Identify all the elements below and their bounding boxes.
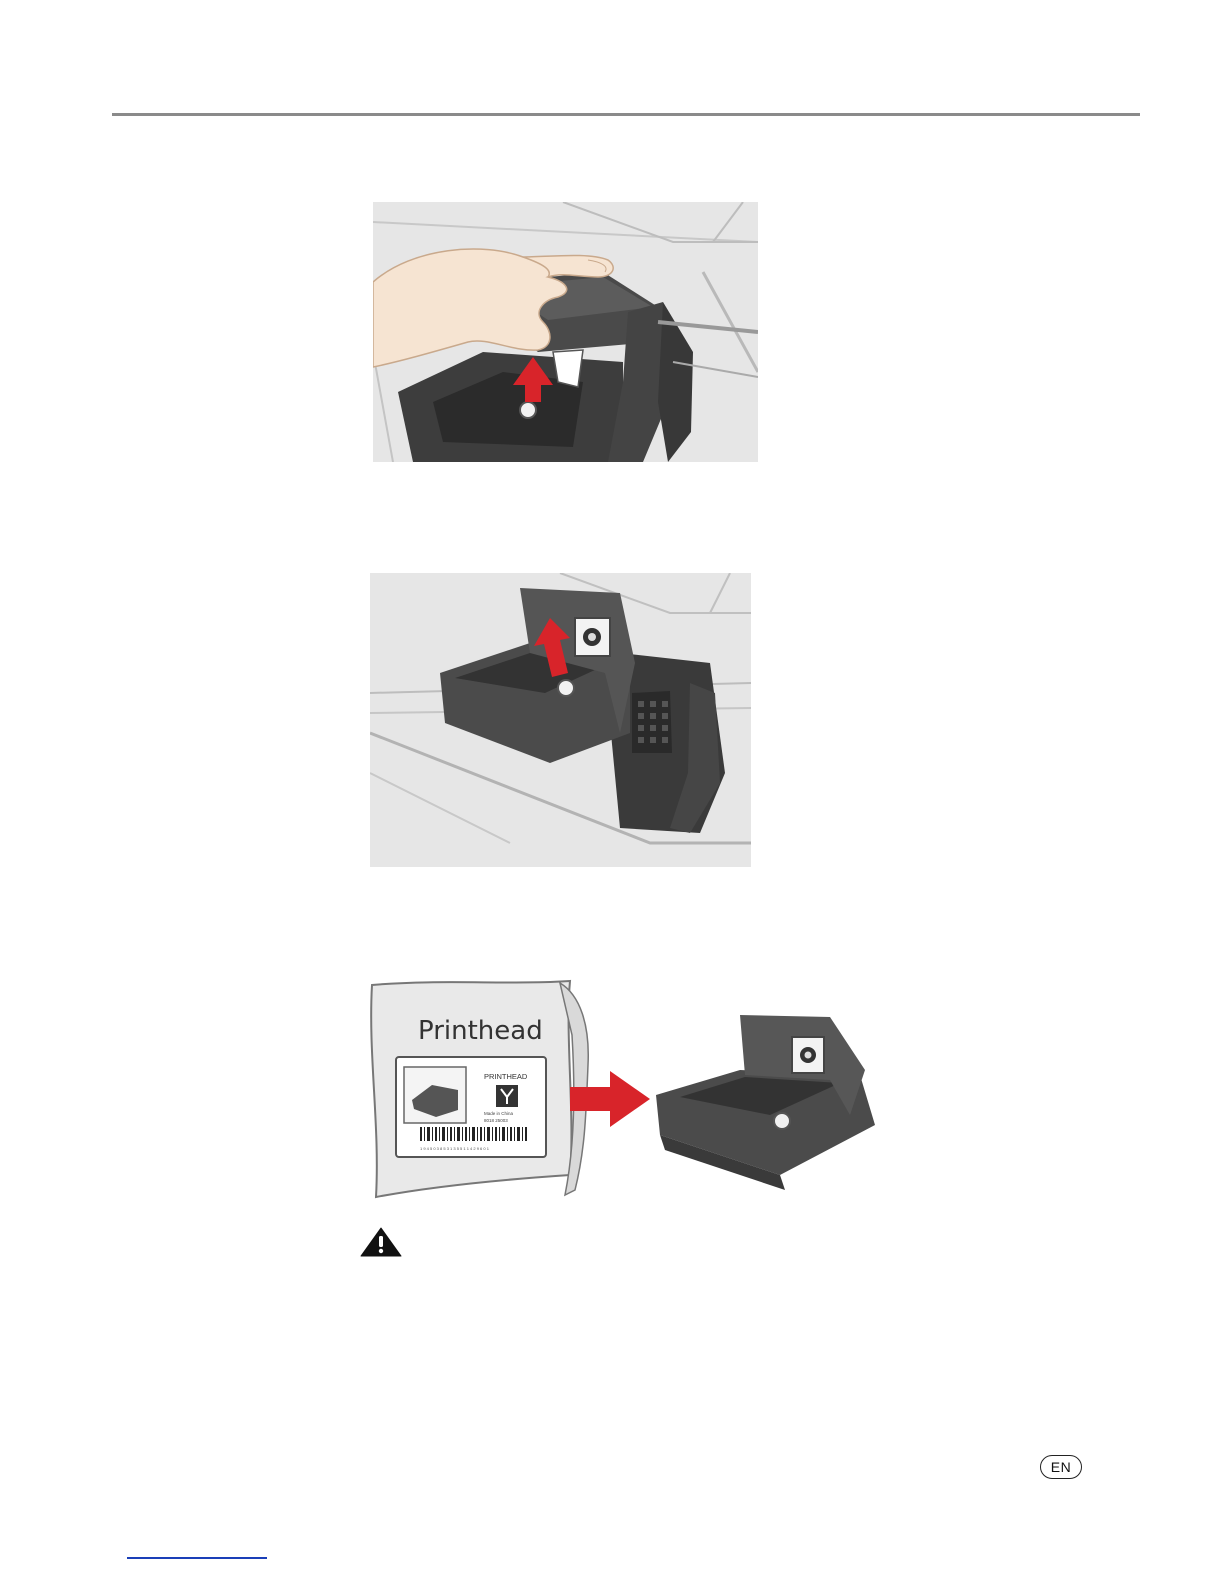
footer-link-underline[interactable] bbox=[127, 1557, 267, 1559]
barcode-text: 1 9 4 5 0 3 8 5 3 1 3 5 5 1 1 4 2 9 6 0 … bbox=[420, 1146, 490, 1151]
figure-lift-latch bbox=[373, 202, 758, 462]
illustration-lift-latch bbox=[373, 202, 758, 462]
bag-title: Printhead bbox=[418, 1016, 543, 1046]
label-line-1: Made in China bbox=[484, 1111, 514, 1116]
label-heading: PRINTHEAD bbox=[484, 1072, 528, 1081]
header-rule bbox=[112, 113, 1140, 116]
figure-remove-printhead bbox=[370, 573, 751, 867]
language-badge: EN bbox=[1040, 1455, 1082, 1479]
figure-unpack-printhead: Printhead PRINTHEAD Made in China 8018 2… bbox=[360, 975, 888, 1203]
label-line-2: 8018 25003 bbox=[484, 1118, 508, 1123]
illustration-remove-printhead bbox=[370, 573, 751, 867]
illustration-unpack-printhead: Printhead PRINTHEAD Made in China 8018 2… bbox=[360, 975, 888, 1203]
barcode bbox=[420, 1127, 527, 1141]
warning-icon bbox=[360, 1227, 402, 1257]
